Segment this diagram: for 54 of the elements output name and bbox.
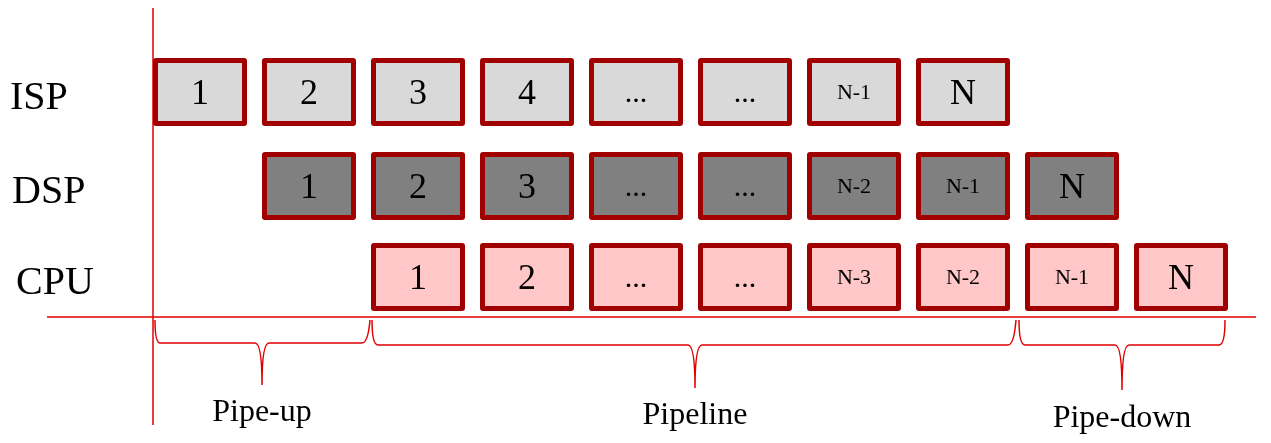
task-number: N-2	[836, 173, 872, 199]
task-box	[807, 152, 901, 220]
task-box	[480, 243, 574, 311]
task-box	[698, 58, 792, 126]
task-number: ...	[624, 169, 648, 203]
task-box	[589, 58, 683, 126]
task-number: N	[950, 71, 976, 113]
task-number: 1	[409, 256, 427, 298]
task-number: N-2	[945, 264, 981, 290]
task-number: N-1	[836, 79, 872, 105]
task-number: 4	[518, 71, 536, 113]
task-box	[1025, 243, 1119, 311]
task-box	[589, 243, 683, 311]
task-number: N-1	[1054, 264, 1090, 290]
task-box	[916, 58, 1010, 126]
task-box	[371, 152, 465, 220]
task-box	[916, 243, 1010, 311]
task-box	[698, 152, 792, 220]
phase-label: Pipe-up	[212, 392, 312, 429]
task-number: N	[1168, 256, 1194, 298]
task-number: N	[1059, 165, 1085, 207]
task-box	[807, 58, 901, 126]
task-box	[807, 243, 901, 311]
task-box	[916, 152, 1010, 220]
task-box	[262, 58, 356, 126]
task-box	[1025, 152, 1119, 220]
task-number: N-1	[945, 173, 981, 199]
task-number: ...	[733, 260, 757, 294]
row-label: DSP	[12, 166, 86, 213]
task-number: 1	[191, 71, 209, 113]
task-number: N-3	[836, 264, 872, 290]
task-box	[153, 58, 247, 126]
task-box	[371, 243, 465, 311]
row-label: CPU	[16, 257, 94, 304]
task-box	[480, 58, 574, 126]
task-box	[589, 152, 683, 220]
task-number: ...	[733, 75, 757, 109]
row-label: ISP	[10, 72, 68, 119]
task-box	[371, 58, 465, 126]
task-number: 2	[300, 71, 318, 113]
task-box	[480, 152, 574, 220]
task-number: 3	[409, 71, 427, 113]
task-number: ...	[733, 169, 757, 203]
task-number: 2	[409, 165, 427, 207]
task-number: ...	[624, 260, 648, 294]
task-box	[262, 152, 356, 220]
task-number: 2	[518, 256, 536, 298]
task-number: 3	[518, 165, 536, 207]
task-number: ...	[624, 75, 648, 109]
phase-label: Pipeline	[642, 395, 748, 432]
task-number: 1	[300, 165, 318, 207]
phase-label: Pipe-down	[1052, 398, 1192, 435]
task-box	[698, 243, 792, 311]
task-box	[1134, 243, 1228, 311]
